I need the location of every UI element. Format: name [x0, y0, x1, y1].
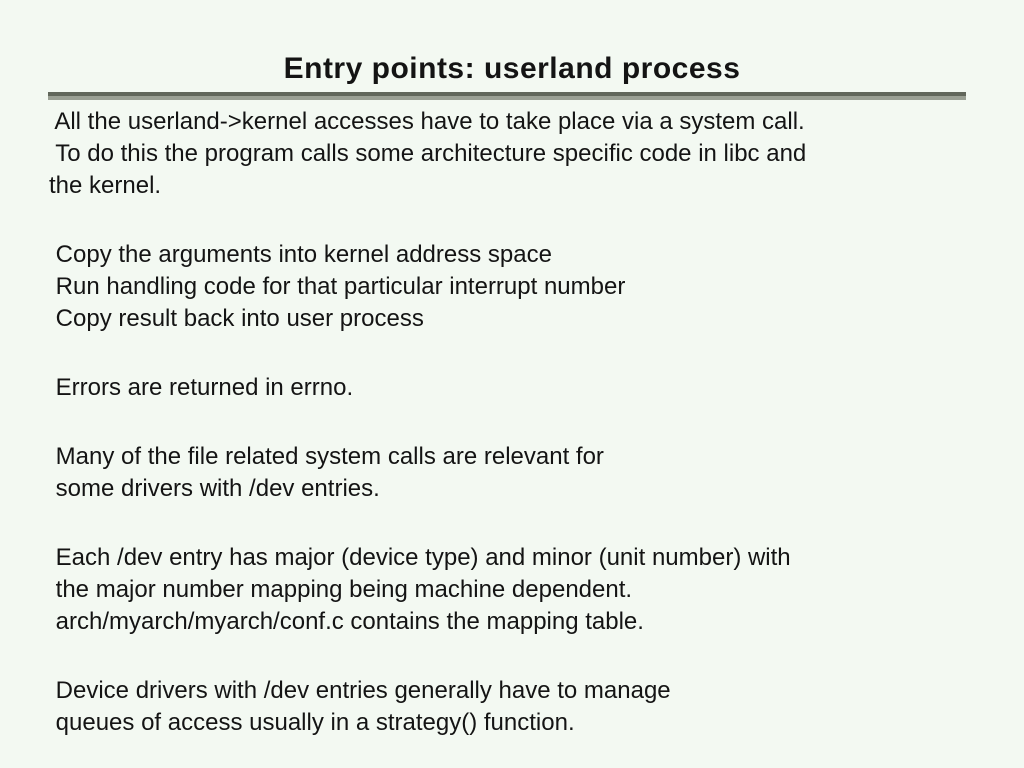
paragraph: Many of the file related system calls ar…	[55, 443, 604, 502]
slide-title: Entry points: userland process	[283, 52, 741, 85]
paragraph: Errors are returned in errno.	[49, 374, 354, 401]
paragraph: Copy the arguments into kernel address s…	[55, 241, 626, 332]
paragraph: Each /dev entry has major (device type) …	[55, 544, 791, 635]
paragraph: All the userland->kernel accesses have t…	[49, 108, 807, 199]
paragraph: Device drivers with /dev entries general…	[55, 677, 671, 736]
slide-body: All the userland->kernel accesses have t…	[0, 106, 1024, 739]
title-rule	[48, 92, 966, 100]
